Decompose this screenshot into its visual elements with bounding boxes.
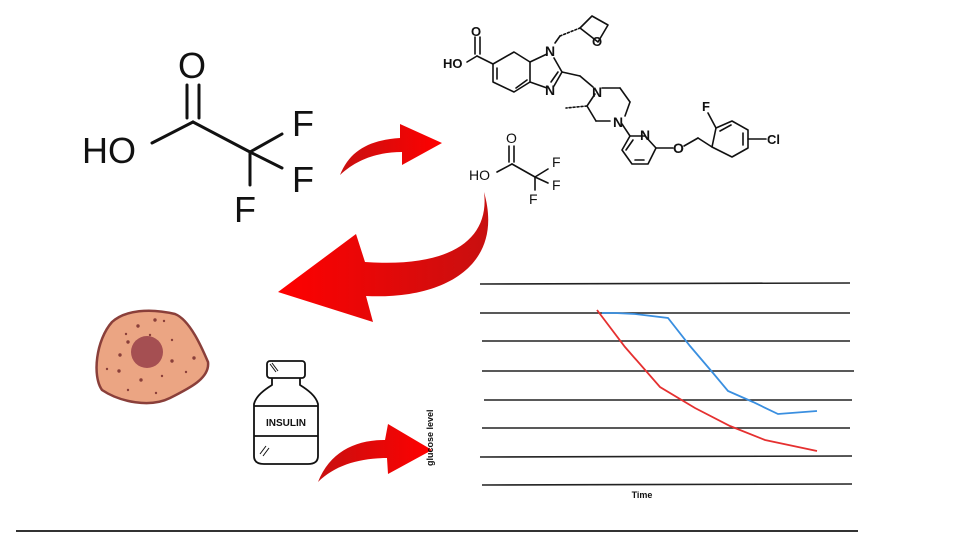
fluorine-label-3: F xyxy=(234,189,256,230)
cell-illustration xyxy=(95,309,210,405)
small-fluorine-label-3: F xyxy=(529,191,538,207)
arrow-right-icon xyxy=(340,124,442,175)
small-fluorine-label-2: F xyxy=(552,177,561,193)
drug-pip-n4-label: N xyxy=(613,114,623,130)
drug-chloro-label: Cl xyxy=(767,132,780,147)
insulin-vial: INSULIN xyxy=(253,360,319,465)
oxygen-label: O xyxy=(178,45,206,86)
tfa-molecule-small: O HO F F F xyxy=(469,130,561,207)
drug-ether-o-label: O xyxy=(673,140,684,156)
chart-gridlines xyxy=(479,282,854,486)
tfa-molecule-large: O HO F F F xyxy=(82,45,314,230)
drug-pyridine-n-label: N xyxy=(640,127,650,143)
series-red-line xyxy=(596,309,818,452)
x-axis-label: Time xyxy=(632,490,653,500)
drug-fluoro-label: F xyxy=(702,99,710,114)
bottom-divider xyxy=(16,530,858,532)
small-hydroxyl-label: HO xyxy=(469,167,490,183)
small-oxygen-label: O xyxy=(506,130,517,146)
drug-molecule: HO O N N O N N N O F Cl xyxy=(443,15,780,165)
fluorine-label-2: F xyxy=(292,159,314,200)
glucose-chart: glucose level Time xyxy=(425,282,854,500)
series-blue-line xyxy=(602,312,818,415)
drug-n1-label: N xyxy=(545,43,555,59)
drug-oxetane-o-label: O xyxy=(592,34,602,49)
drug-carbonyl-o-label: O xyxy=(471,24,481,39)
arrow-down-left-icon xyxy=(278,192,489,322)
drug-n3-label: N xyxy=(545,82,555,98)
fluorine-label-1: F xyxy=(292,103,314,144)
small-fluorine-label-1: F xyxy=(552,154,561,170)
hydroxyl-label: HO xyxy=(82,130,136,171)
arrow-insulin-icon xyxy=(318,424,432,482)
cell-nucleus xyxy=(131,336,163,368)
drug-hydroxyl-label: HO xyxy=(443,56,463,71)
drug-pip-n1-label: N xyxy=(592,84,602,100)
y-axis-label: glucose level xyxy=(425,409,435,466)
insulin-label: INSULIN xyxy=(266,418,306,429)
